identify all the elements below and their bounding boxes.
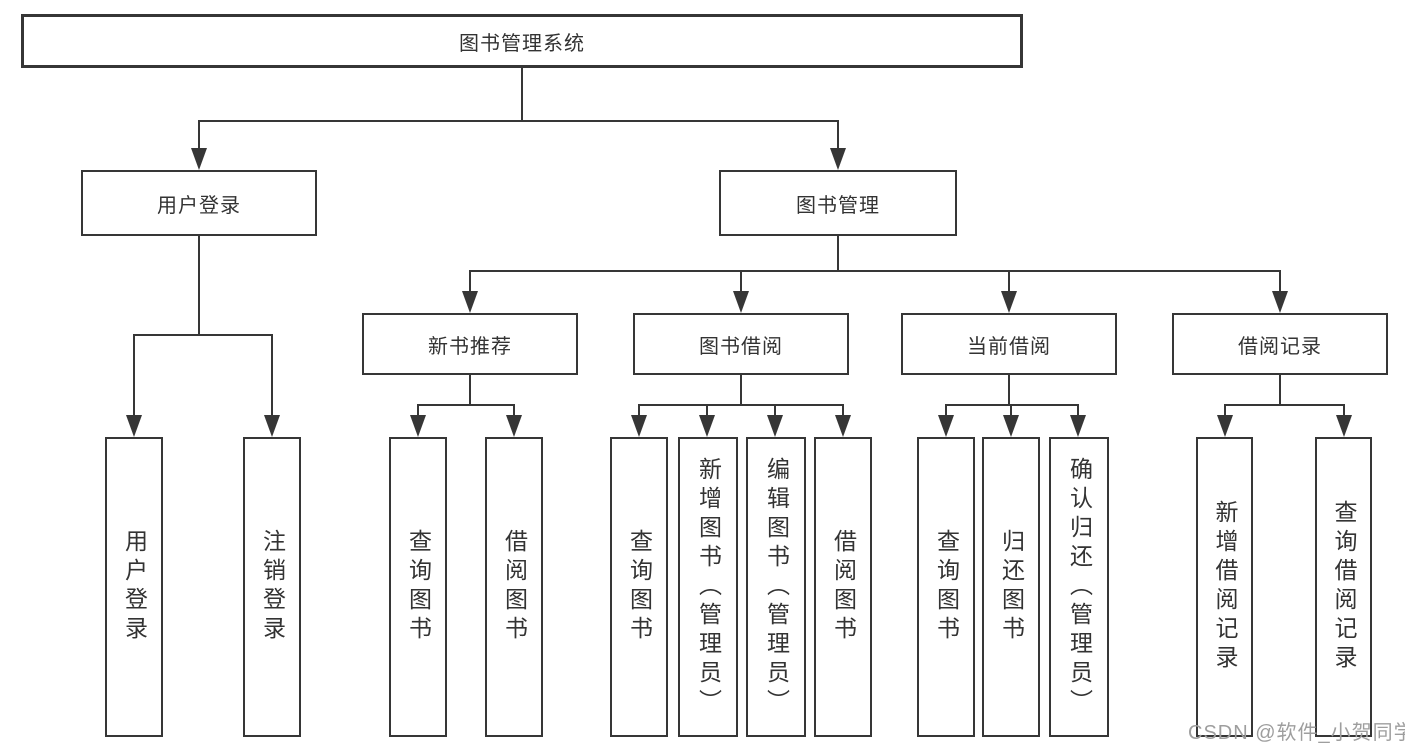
- node-label: 用户登录: [157, 194, 241, 217]
- node-current-borrowing: 当前借阅: [901, 313, 1117, 375]
- node-label: 新书推荐: [428, 335, 512, 358]
- connector-line: [133, 334, 273, 336]
- connector-line: [1010, 404, 1012, 417]
- connector-line: [1077, 404, 1079, 417]
- connector-line: [638, 404, 844, 406]
- arrow-down-icon: [699, 415, 715, 437]
- node-label: 查询图书: [933, 529, 960, 645]
- connector-line: [638, 404, 640, 417]
- connector-line: [706, 404, 708, 417]
- node-label: 借阅图书: [501, 529, 528, 645]
- connector-line: [1279, 270, 1281, 293]
- leaf-query-borrow-record: 查询借阅记录: [1315, 437, 1372, 737]
- connector-line: [198, 236, 200, 336]
- leaf-borrow-books-recommend: 借阅图书: [485, 437, 543, 737]
- leaf-add-borrow-record: 新增借阅记录: [1196, 437, 1253, 737]
- node-borrowing-records: 借阅记录: [1172, 313, 1388, 375]
- connector-line: [945, 404, 1079, 406]
- connector-line: [1008, 375, 1010, 406]
- connector-line: [1008, 270, 1010, 293]
- node-label: 新增借阅记录: [1212, 500, 1238, 674]
- node-user-login: 用户登录: [81, 170, 317, 236]
- arrow-down-icon: [938, 415, 954, 437]
- arrow-down-icon: [733, 291, 749, 313]
- node-new-book-recommend: 新书推荐: [362, 313, 578, 375]
- arrow-down-icon: [631, 415, 647, 437]
- node-label: 当前借阅: [967, 335, 1051, 358]
- connector-line: [1224, 404, 1226, 417]
- leaf-edit-book-admin: 编辑图书（管理员）: [746, 437, 806, 737]
- arrow-down-icon: [191, 148, 207, 170]
- leaf-confirm-return-admin: 确认归还（管理员）: [1049, 437, 1109, 737]
- connector-line: [133, 334, 135, 418]
- connector-line: [417, 404, 515, 406]
- arrow-down-icon: [410, 415, 426, 437]
- arrow-down-icon: [1070, 415, 1086, 437]
- connector-line: [521, 68, 523, 122]
- node-label: 图书管理: [796, 194, 880, 217]
- node-label: 查询图书: [405, 529, 432, 645]
- node-book-management: 图书管理: [719, 170, 957, 236]
- node-label: 查询借阅记录: [1331, 500, 1357, 674]
- arrow-down-icon: [830, 148, 846, 170]
- node-label: 查询图书: [626, 529, 653, 645]
- connector-line: [945, 404, 947, 417]
- arrow-down-icon: [1217, 415, 1233, 437]
- arrow-down-icon: [835, 415, 851, 437]
- leaf-add-book-admin: 新增图书（管理员）: [678, 437, 738, 737]
- arrow-down-icon: [506, 415, 522, 437]
- leaf-query-books-recommend: 查询图书: [389, 437, 447, 737]
- connector-line: [513, 404, 515, 417]
- node-label: 注销登录: [259, 529, 286, 645]
- leaf-query-books-current: 查询图书: [917, 437, 975, 737]
- arrow-down-icon: [462, 291, 478, 313]
- connector-line: [469, 375, 471, 406]
- leaf-user-login: 用户登录: [105, 437, 163, 737]
- arrow-down-icon: [1003, 415, 1019, 437]
- connector-line: [1279, 375, 1281, 406]
- arrow-down-icon: [767, 415, 783, 437]
- connector-line: [198, 120, 839, 122]
- connector-line: [774, 404, 776, 417]
- watermark: CSDN @软件_小贺同学: [1188, 722, 1405, 744]
- node-label: 借阅记录: [1238, 335, 1322, 358]
- node-label: 借阅图书: [830, 529, 857, 645]
- node-label: 确认归还（管理员）: [1066, 456, 1093, 718]
- leaf-query-books-borrowing: 查询图书: [610, 437, 668, 737]
- node-label: 图书管理系统: [459, 32, 585, 55]
- connector-line: [842, 404, 844, 417]
- arrow-down-icon: [1336, 415, 1352, 437]
- arrow-down-icon: [264, 415, 280, 437]
- connector-line: [469, 270, 471, 293]
- node-label: 新增图书（管理员）: [695, 456, 722, 718]
- connector-line: [837, 236, 839, 272]
- arrow-down-icon: [1272, 291, 1288, 313]
- connector-line: [271, 334, 273, 418]
- connector-line: [837, 120, 839, 150]
- connector-line: [1224, 404, 1345, 406]
- connector-line: [1343, 404, 1345, 417]
- leaf-return-book: 归还图书: [982, 437, 1040, 737]
- arrow-down-icon: [1001, 291, 1017, 313]
- node-label: 用户登录: [121, 529, 148, 645]
- node-label: 编辑图书（管理员）: [763, 456, 790, 718]
- node-library-management-system: 图书管理系统: [21, 14, 1023, 68]
- leaf-logout: 注销登录: [243, 437, 301, 737]
- connector-line: [740, 375, 742, 406]
- node-label: 归还图书: [998, 529, 1025, 645]
- connector-line: [740, 270, 742, 293]
- arrow-down-icon: [126, 415, 142, 437]
- leaf-borrow-books-borrowing: 借阅图书: [814, 437, 872, 737]
- connector-line: [417, 404, 419, 417]
- node-book-borrowing: 图书借阅: [633, 313, 849, 375]
- connector-line: [469, 270, 1281, 272]
- connector-line: [198, 120, 200, 150]
- node-label: 图书借阅: [699, 335, 783, 358]
